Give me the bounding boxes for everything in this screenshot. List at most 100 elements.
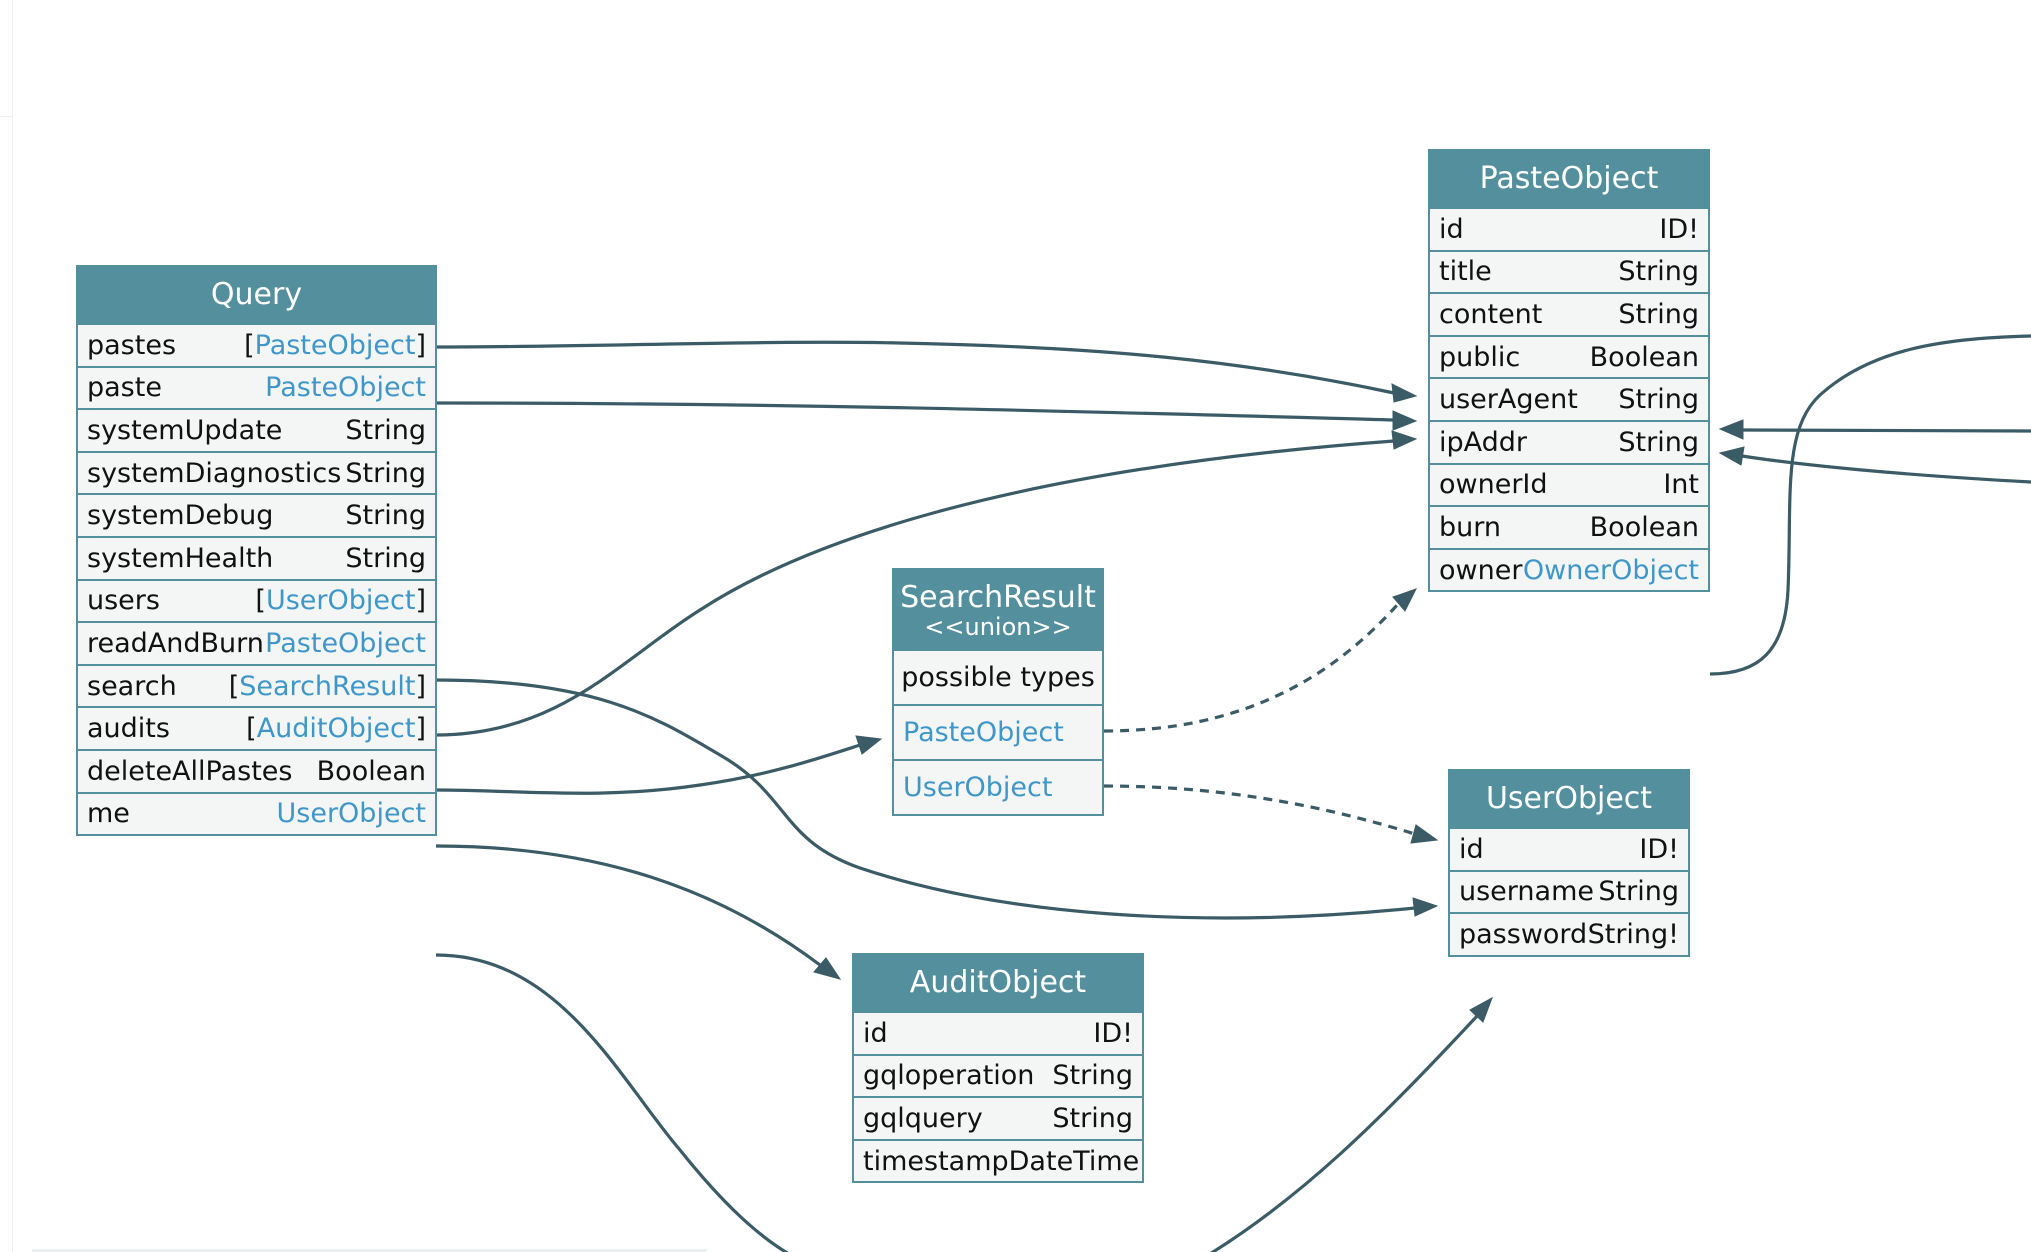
field-type: Int [1663,469,1699,500]
field-row-id[interactable]: id ID! [854,1011,1142,1054]
field-type[interactable]: OwnerObject [1523,555,1699,586]
field-row-audits[interactable]: audits [AuditObject] [78,706,435,749]
edge-arrowhead [1410,824,1439,844]
node-auditobject-header[interactable]: AuditObject [854,955,1142,1011]
edge-arrowhead [813,957,842,980]
field-type: DateTime [1009,1146,1140,1177]
field-type-link[interactable]: AuditObject [256,713,416,745]
field-type-name: ID! [1093,1017,1133,1049]
field-type[interactable]: [SearchResult] [229,671,426,702]
node-query-title: Query [210,277,303,312]
field-name: burn [1439,511,1501,543]
node-query-header[interactable]: Query [78,267,435,323]
field-type-link[interactable]: UserObject [276,798,426,830]
list-bracket-close: ] [415,713,426,745]
field-type-link[interactable]: PasteObject [254,329,416,361]
field-type-name: Boolean [1589,341,1699,373]
possible-types-text: possible types [901,662,1095,693]
field-name: audits [87,713,170,745]
field-row-users[interactable]: users [UserObject] [78,578,435,622]
field-type-name: String [345,457,426,489]
field-name: systemDiagnostics [87,457,342,489]
field-name: password [1459,918,1588,950]
node-pasteobject-header[interactable]: PasteObject [1430,151,1708,207]
node-searchresult-header[interactable]: SearchResult <<union>> [894,570,1102,649]
field-type[interactable]: UserObject [277,798,426,829]
bottom-scrollbar[interactable] [32,1249,707,1252]
field-type: String [1618,299,1699,330]
field-name: owner [1439,554,1523,586]
field-type: String [1618,427,1699,458]
field-type: ID! [1093,1018,1133,1049]
field-type[interactable]: [UserObject] [255,585,426,616]
field-type: String [1598,876,1679,907]
field-type-link[interactable]: PasteObject [265,627,426,659]
field-type-link[interactable]: SearchResult [239,670,416,702]
edge-offcanvas-to-pasteobject-useragent [1741,428,2031,433]
searchresult-type-link[interactable]: UserObject [903,772,1053,803]
searchresult-type-link[interactable]: PasteObject [903,717,1064,748]
searchresult-type-pasteobject[interactable]: PasteObject [894,704,1102,759]
edge-arrowhead [1469,996,1493,1023]
field-type: String [1052,1060,1133,1091]
list-bracket-close: ] [415,585,426,617]
field-row-me[interactable]: me UserObject [78,791,435,835]
list-bracket-close: ] [415,329,426,361]
edge-arrowhead [1392,410,1418,431]
field-type-link[interactable]: OwnerObject [1522,554,1699,586]
node-userobject-header[interactable]: UserObject [1450,771,1688,827]
field-type[interactable]: PasteObject [265,372,426,403]
field-type-name: String [1618,384,1699,416]
node-searchresult[interactable]: SearchResult <<union>> possible types Pa… [892,568,1104,816]
field-type: ID! [1639,834,1679,865]
field-type-link[interactable]: PasteObject [265,372,426,404]
field-type[interactable]: PasteObject [265,628,426,659]
list-bracket-open: [ [246,713,257,745]
field-type-link[interactable]: UserObject [265,585,416,617]
searchresult-type-userobject[interactable]: UserObject [894,759,1102,814]
field-row-search[interactable]: search[SearchResult] [78,663,435,707]
field-type-name: String [345,414,426,446]
field-type[interactable]: [AuditObject] [246,713,426,744]
list-bracket-close: ] [415,670,426,702]
field-type-name: String [1052,1060,1133,1092]
field-type[interactable]: [PasteObject] [244,330,426,361]
field-row-pastes[interactable]: pastes[PasteObject] [78,323,435,366]
edge-query-me-to-userobject [435,953,789,1252]
field-name: id [863,1017,888,1049]
field-name: systemDebug [87,500,274,532]
edge-arrowhead [855,735,883,755]
field-name: username [1459,876,1594,908]
field-name: me [87,798,130,830]
list-bracket-open: [ [255,585,266,617]
field-name: users [87,585,160,617]
edge-query-paste-to-pasteobject [435,401,1395,422]
